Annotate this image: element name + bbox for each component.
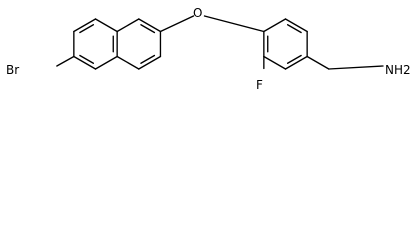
bond-o-c <box>203 15 265 33</box>
double-bond-inner <box>140 24 156 34</box>
bond <box>73 18 97 33</box>
bond-c-br <box>56 55 75 67</box>
bond <box>138 18 162 33</box>
double-bond-inner <box>79 54 95 64</box>
bond-ch2-n <box>328 65 384 70</box>
fluorine-atom-label: F <box>256 78 263 92</box>
bond <box>263 18 287 33</box>
oxygen-atom-label: O <box>193 6 202 20</box>
amine-atom-label: NH2 <box>385 63 411 77</box>
bond-c-o <box>159 15 195 33</box>
bond <box>73 55 97 70</box>
bond <box>94 55 118 70</box>
bond <box>263 55 287 70</box>
double-bond-inner <box>140 54 156 64</box>
bond <box>284 55 308 70</box>
bromine-atom-label: Br <box>6 63 19 77</box>
chemical-structure: Br O F NH2 <box>6 6 411 92</box>
bond <box>116 18 140 33</box>
bond <box>94 18 118 33</box>
bond-skeleton <box>56 15 384 70</box>
bond <box>138 55 162 70</box>
double-bond-inner <box>79 24 95 34</box>
bond-c-ch2 <box>306 55 330 70</box>
bond <box>284 18 308 33</box>
double-bond-inner <box>286 24 302 34</box>
bond <box>116 55 140 70</box>
double-bond-inner <box>286 54 302 64</box>
